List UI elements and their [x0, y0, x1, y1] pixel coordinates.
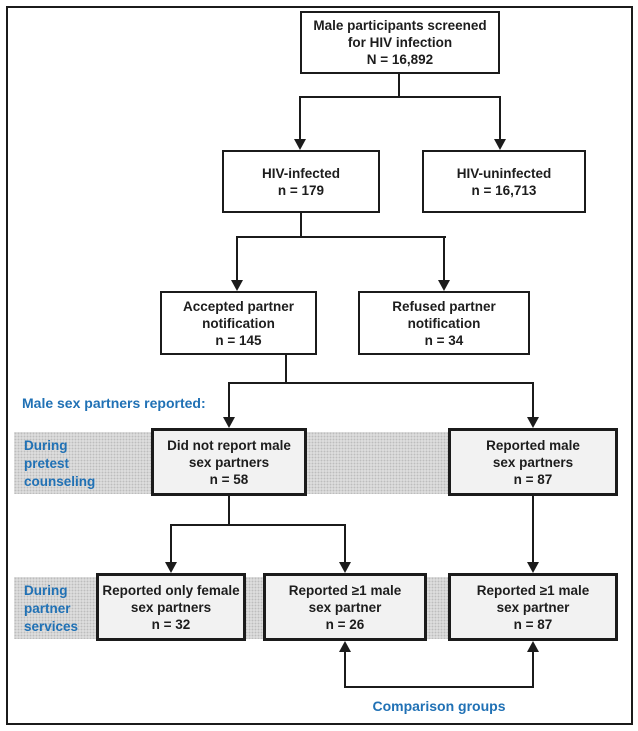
- box-screened: Male participants screened for HIV infec…: [300, 11, 500, 74]
- arrow-down-icon: [438, 280, 450, 291]
- connector-infected-bar: [236, 236, 446, 238]
- comparison-bracket-bar: [344, 686, 534, 688]
- arrow-down-icon: [339, 562, 351, 573]
- label-during-pretest-counseling: During pretest counseling: [24, 438, 96, 489]
- box-hiv-infected: HIV-infected n = 179: [222, 150, 380, 213]
- comparison-bracket-left: [344, 650, 346, 688]
- connector-drop-no-male: [228, 382, 230, 417]
- box-reported-only-female: Reported only female sex partners n = 32: [96, 573, 246, 641]
- box-reported-ge1-male-87: Reported ≥1 male sex partner n = 87: [448, 573, 618, 641]
- arrow-down-icon: [527, 562, 539, 573]
- arrow-down-icon: [527, 417, 539, 428]
- box-did-not-report-male: Did not report male sex partners n = 58: [151, 428, 307, 496]
- arrow-down-icon: [294, 139, 306, 150]
- connector-drop-hiv-uninfected: [499, 96, 501, 140]
- box-reported-ge1-male-26: Reported ≥1 male sex partner n = 26: [263, 573, 427, 641]
- arrow-down-icon: [494, 139, 506, 150]
- connector-drop-accepted: [236, 236, 238, 280]
- label-during-partner-services: During partner services: [24, 583, 79, 634]
- comparison-bracket-right: [532, 650, 534, 688]
- connector-accepted-stem: [285, 355, 287, 384]
- arrow-down-icon: [231, 280, 243, 291]
- box-reported-male: Reported male sex partners n = 87: [448, 428, 618, 496]
- connector-drop-female-only: [170, 524, 172, 562]
- connector-accepted-bar: [228, 382, 534, 384]
- box-accepted-notification: Accepted partner notification n = 145: [160, 291, 317, 355]
- connector-drop-hiv-infected: [299, 96, 301, 140]
- connector-drop-ge1-male-26: [344, 524, 346, 562]
- arrow-up-icon: [339, 641, 351, 652]
- connector-no-male-stem: [228, 496, 230, 526]
- arrow-up-icon: [527, 641, 539, 652]
- label-comparison-groups: Comparison groups: [372, 698, 506, 714]
- connector-drop-reported-male: [532, 382, 534, 417]
- connector-infected-stem: [300, 213, 302, 238]
- connector-screened-stem: [398, 72, 400, 98]
- box-refused-notification: Refused partner notification n = 34: [358, 291, 530, 355]
- label-male-partners-reported: Male sex partners reported:: [22, 395, 206, 411]
- connector-drop-ge1-male-87: [532, 496, 534, 562]
- connector-screened-bar: [299, 96, 501, 98]
- arrow-down-icon: [165, 562, 177, 573]
- box-hiv-uninfected: HIV-uninfected n = 16,713: [422, 150, 586, 213]
- connector-no-male-bar: [170, 524, 346, 526]
- arrow-down-icon: [223, 417, 235, 428]
- connector-drop-refused: [443, 236, 445, 280]
